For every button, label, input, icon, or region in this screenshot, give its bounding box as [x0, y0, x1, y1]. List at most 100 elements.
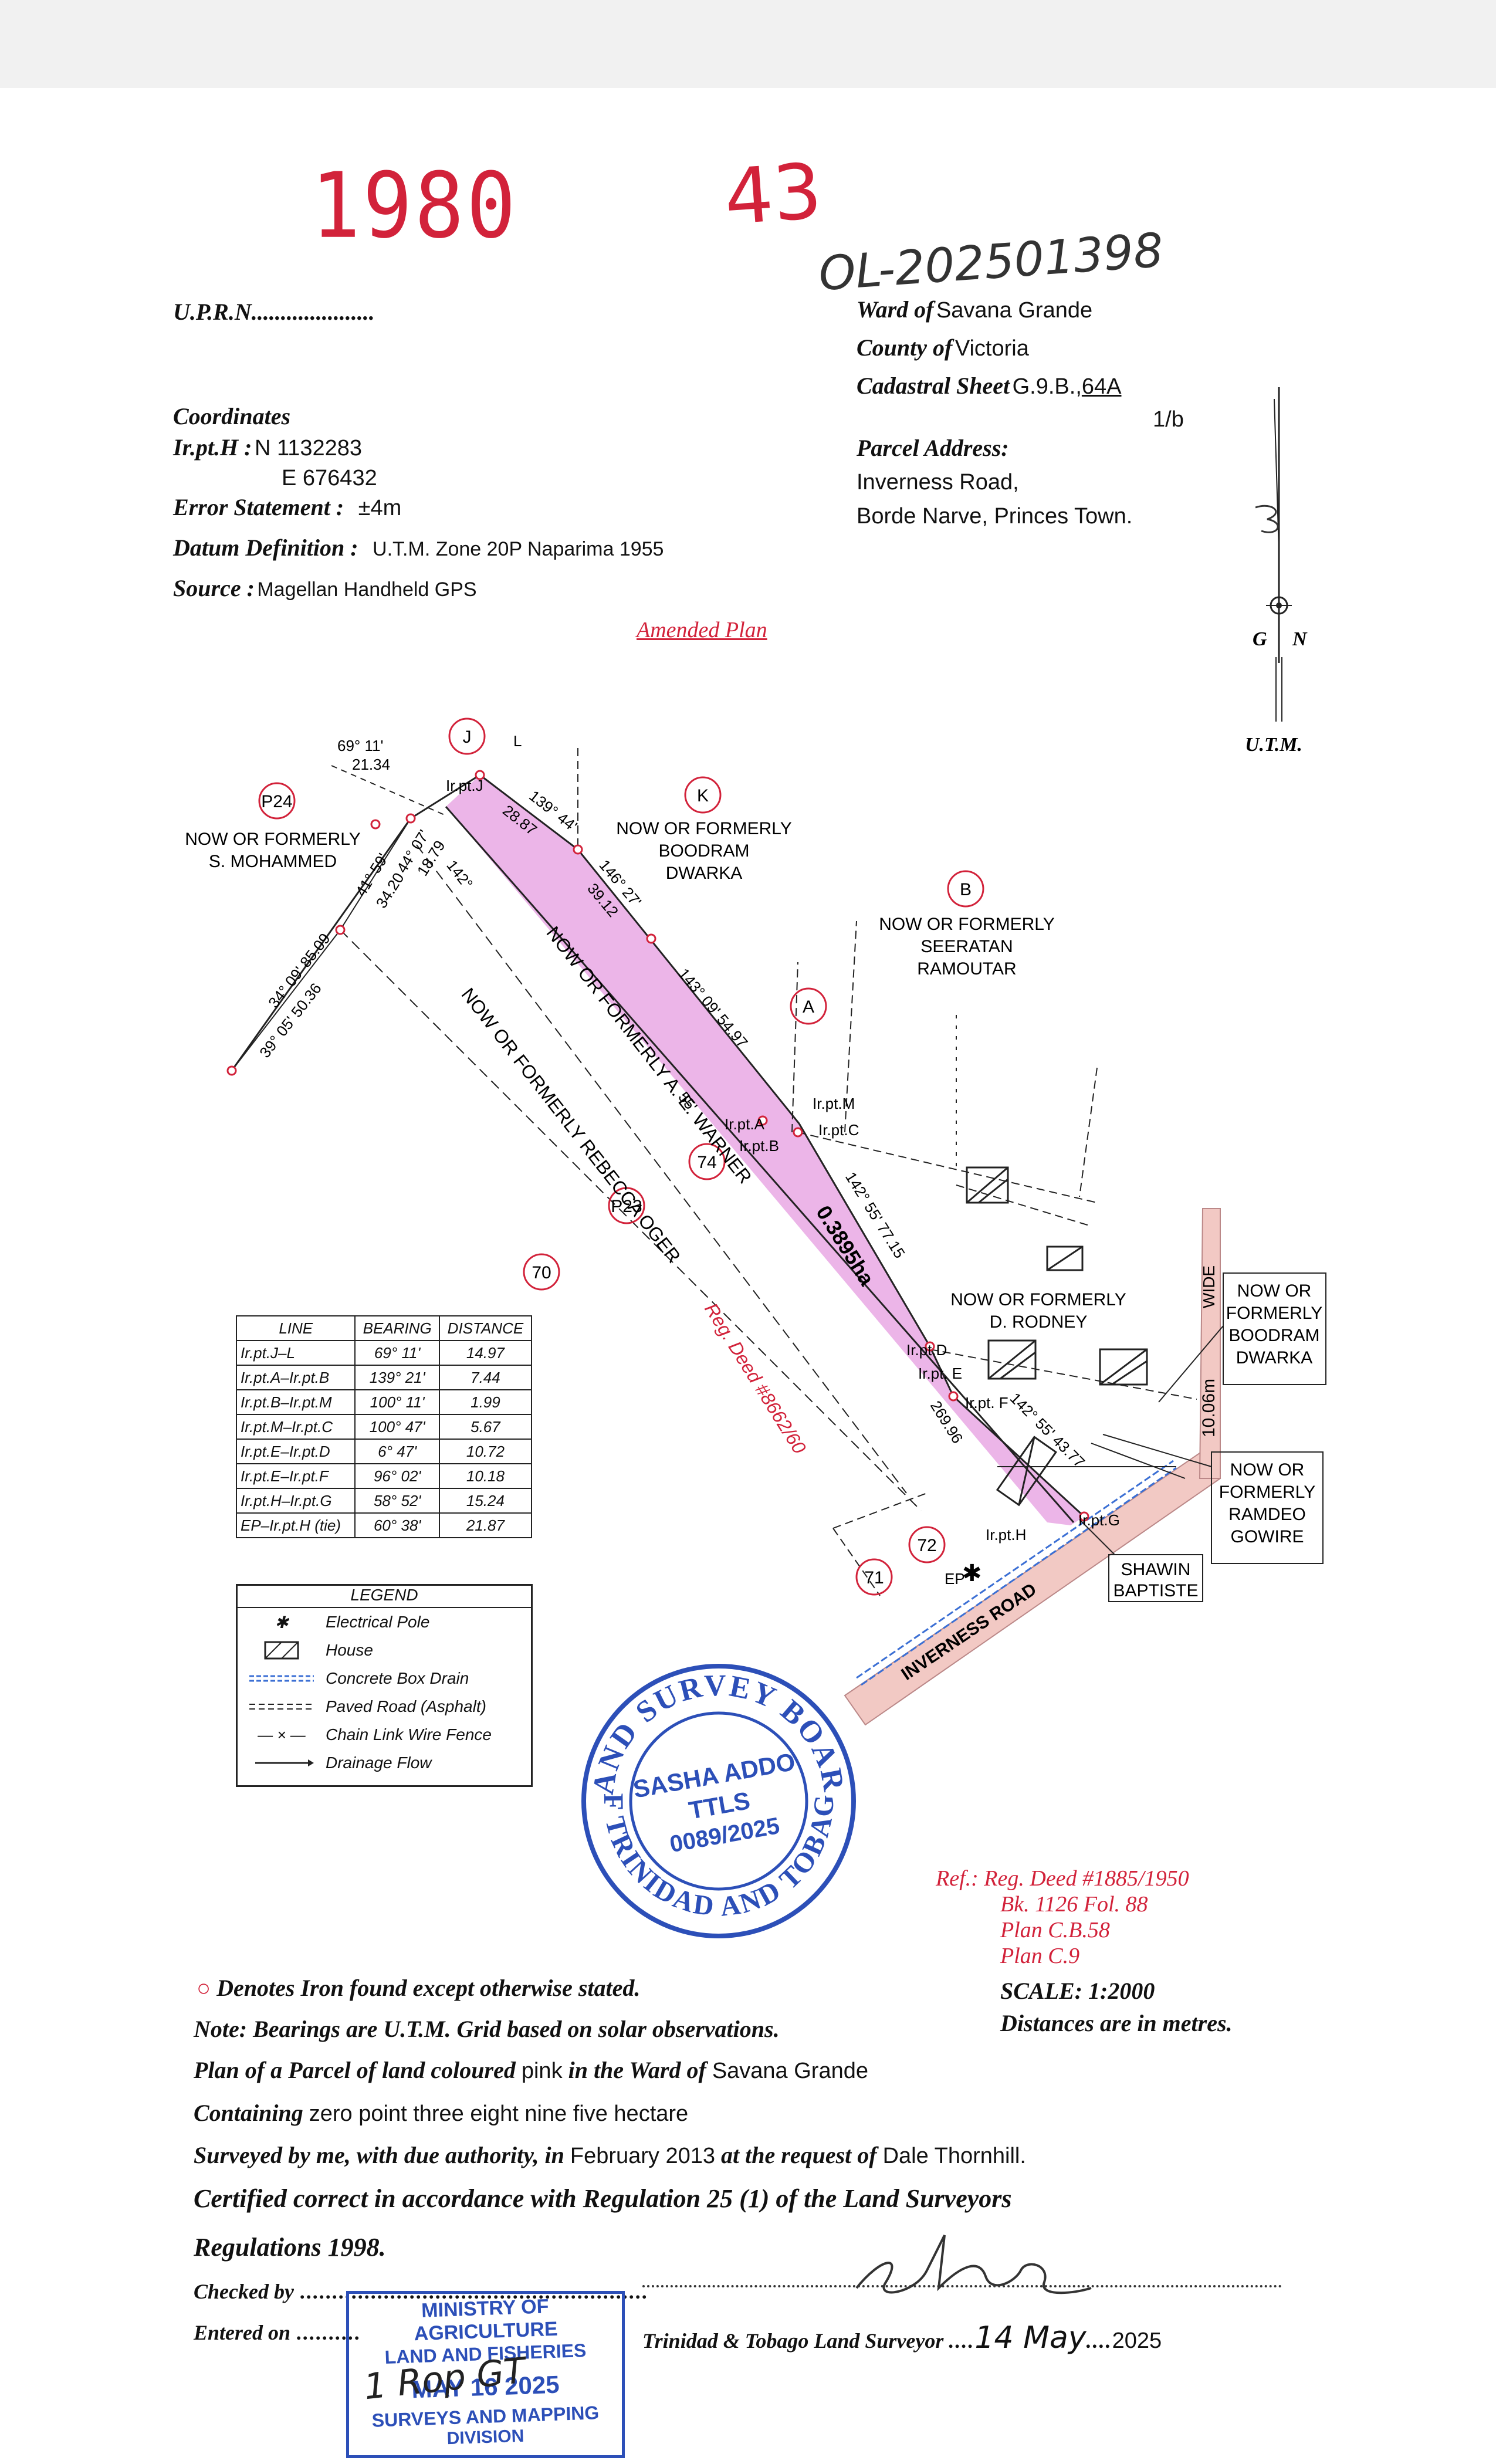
owner-line: BOODRAM: [1228, 1326, 1319, 1345]
table-cell: Ir.pt.M–Ir.pt.C: [235, 1414, 356, 1440]
house-icon: [996, 1436, 1057, 1507]
legend-title: LEGEND: [238, 1586, 531, 1608]
ref-line: Plan C.9: [1000, 1944, 1080, 1968]
ref-line: Bk. 1126 Fol. 88: [1000, 1892, 1148, 1917]
legend-item: Drainage Flow: [238, 1749, 531, 1777]
plan-pink: pink: [521, 2059, 563, 2083]
table-cell: 100° 11': [354, 1389, 440, 1415]
iron-point: [335, 925, 346, 935]
oger-boundary: [340, 929, 922, 1511]
legend: LEGEND ✱Electrical Pole House Concrete B…: [236, 1584, 533, 1787]
point-label: Ir.pt. F: [965, 1394, 1008, 1412]
legend-item: House: [238, 1636, 531, 1664]
dim-label: 21.34: [352, 756, 390, 773]
legend-item: Paved Road (Asphalt): [238, 1693, 531, 1721]
owner-line: FORMERLY: [1226, 1304, 1322, 1323]
iron-point-d: [925, 1341, 935, 1352]
surveyed-client: Dale Thornhill.: [882, 2144, 1026, 2168]
coordinates-block: Coordinates Ir.pt.H : N 1132283 E 676432…: [173, 399, 664, 611]
entered-label: Entered on: [194, 2321, 291, 2344]
owner-line: FORMERLY: [1219, 1483, 1315, 1502]
stamp-year: 1980: [311, 153, 519, 259]
iron-point: [646, 933, 656, 944]
error-value: ±4m: [358, 496, 402, 520]
survey-map: ✱ P24 J K B A 74 P23 70 72 71 NOW OR FOR…: [185, 717, 1326, 1726]
house-icon: [1099, 1348, 1148, 1386]
legend-label: Paved Road (Asphalt): [326, 1697, 486, 1715]
owner-line: S. MOHAMMED: [209, 852, 337, 871]
signature-line: [642, 2285, 1282, 2287]
irpt-h-label: Ir.pt.H :: [173, 434, 252, 461]
road-name: INVERNESS ROAD: [898, 1579, 1040, 1684]
source-value: Magellan Handheld GPS: [257, 578, 477, 601]
table-cell: 7.44: [438, 1365, 533, 1390]
easting: E 676432: [282, 466, 377, 490]
circle-label: J: [463, 727, 472, 747]
address-label: Parcel Address:: [857, 435, 1009, 461]
table-cell: 15.24: [438, 1488, 533, 1514]
uprn: U.P.R.N.....................: [173, 298, 375, 326]
surveyed-date: February 2013: [570, 2144, 716, 2168]
point-label: Ir.pt.M: [813, 1095, 855, 1112]
seal-number: 0089/2025: [668, 1813, 781, 1857]
house-icon: [1046, 1245, 1084, 1271]
plan-text-b: in the Ward of: [568, 2057, 706, 2083]
box-drain: [856, 1460, 1174, 1679]
ref-label: Ref.:: [936, 1866, 979, 1891]
p24-boundary: [231, 818, 412, 1071]
legend-label: House: [326, 1641, 373, 1659]
point-label: Ir.pt.G: [1078, 1511, 1120, 1529]
circle-label: A: [803, 997, 814, 1017]
table-cell: 139° 21': [354, 1365, 440, 1390]
table-cell: 6° 47': [354, 1439, 440, 1464]
point-label: Ir.pt.A: [725, 1115, 765, 1133]
road-side-band: [1199, 1208, 1221, 1479]
owner-line: NOW OR: [1237, 1281, 1312, 1301]
ward-label: Ward of: [857, 296, 934, 323]
ref-line: Plan C.B.58: [1000, 1918, 1110, 1942]
iron-point: [370, 819, 381, 830]
scale: SCALE: 1:2000: [1000, 1978, 1155, 2004]
paved-road-icon: [238, 1702, 326, 1711]
owner-line: BAPTISTE: [1113, 1581, 1198, 1600]
table-cell: Ir.pt.H–Ir.pt.G: [235, 1488, 356, 1514]
road-width: 10.06m: [1199, 1379, 1219, 1437]
table-header-row: LINE BEARING DISTANCE: [235, 1315, 533, 1341]
references: Ref.: Reg. Deed #1885/1950 Bk. 1126 Fol.…: [936, 1866, 1189, 1969]
point-label: Ir.pt.C: [818, 1121, 859, 1139]
north-utm-label: U.T.M.: [1245, 734, 1302, 756]
county-label: County of: [857, 334, 953, 361]
handwritten-mark: [1255, 505, 1279, 533]
point-label: L: [513, 732, 522, 750]
plan-text-a: Plan of a Parcel of land coloured: [194, 2057, 516, 2083]
surveyed-b: at the request of: [721, 2142, 877, 2168]
surveyed-a: Surveyed by me, with due authority, in: [194, 2142, 564, 2168]
cadastral-num: 64A: [1081, 374, 1122, 399]
legend-label: Concrete Box Drain: [326, 1669, 469, 1687]
arrow-right-icon: [238, 1758, 326, 1768]
containing-label: Containing: [194, 2100, 303, 2126]
iron-point-b: [793, 1127, 803, 1138]
owner-line: D. RODNEY: [990, 1312, 1088, 1332]
drain-icon: [238, 1674, 326, 1683]
circle-label: B: [960, 880, 972, 899]
iron-point-l: [475, 770, 485, 780]
table-cell: 10.72: [438, 1439, 533, 1464]
survey-date: 14 May: [974, 2320, 1087, 2355]
table-cell: Ir.pt.J–L: [235, 1340, 356, 1366]
iron-note: ○ Denotes Iron found except otherwise st…: [197, 1974, 640, 2002]
ministry-stamp: MINISTRY OF AGRICULTURE LAND AND FISHERI…: [346, 2291, 625, 2458]
source-label: Source :: [173, 575, 255, 601]
north-g-label: G: [1253, 628, 1267, 650]
certified-line: Certified correct in accordance with Reg…: [194, 2184, 1012, 2213]
iron-point-e: [948, 1391, 959, 1402]
table-cell: 60° 38': [354, 1512, 440, 1538]
fence-icon: — × —: [258, 1725, 306, 1744]
circle-label: 74: [697, 1153, 716, 1172]
owner-line: NOW OR: [1230, 1460, 1305, 1480]
